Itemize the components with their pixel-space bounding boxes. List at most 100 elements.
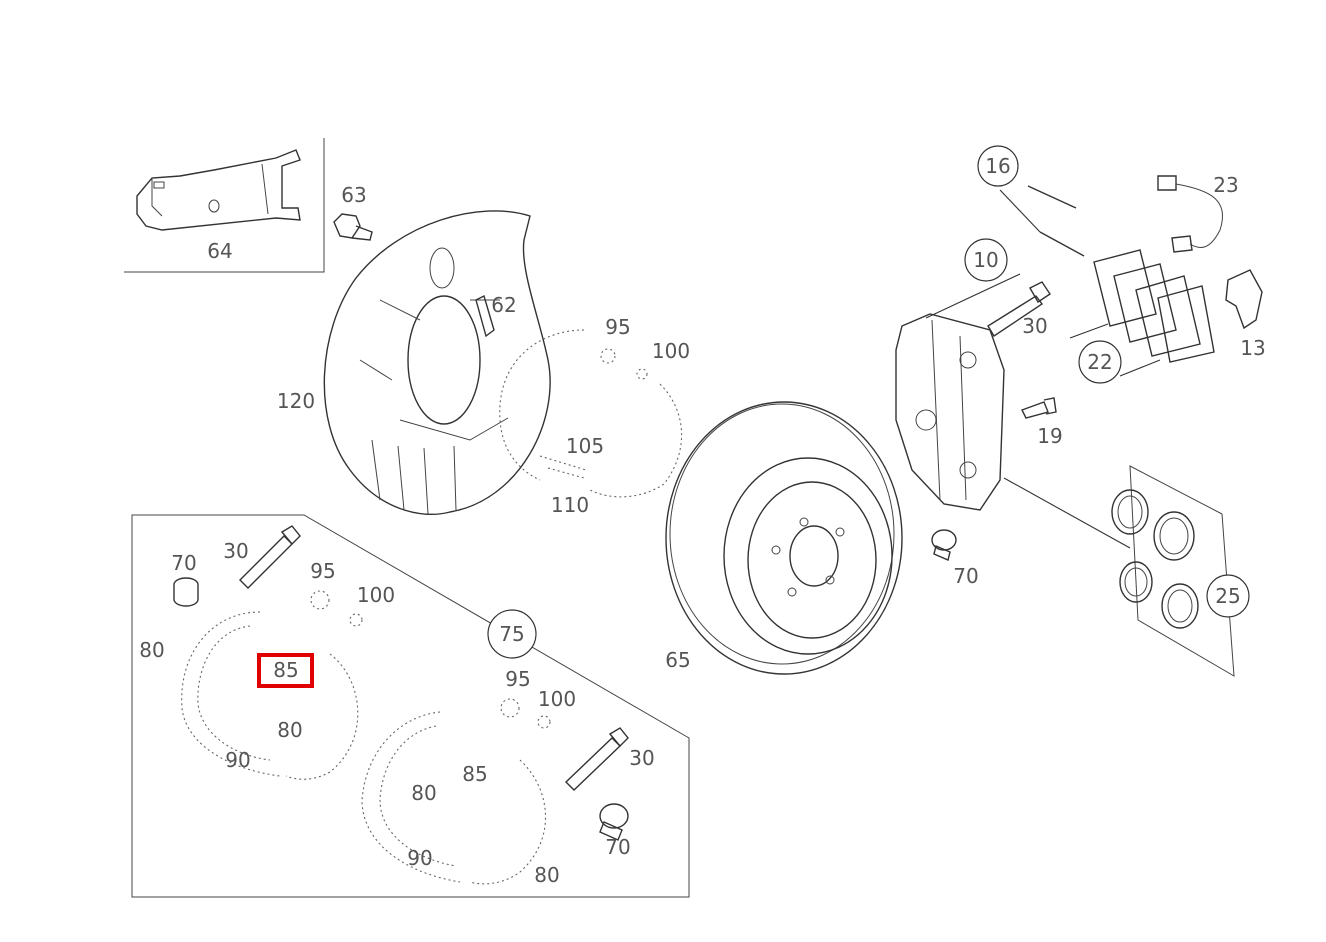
shoe-upper-arc-right [589, 383, 683, 498]
label-80-center[interactable]: 80 [277, 718, 302, 742]
label-120[interactable]: 120 [277, 389, 315, 413]
shoe-left-outer [181, 611, 281, 777]
label-65[interactable]: 65 [665, 648, 690, 672]
backing-plate-outline [323, 210, 551, 516]
sleeve-70-lower-head [599, 803, 629, 829]
pin-16-a [1027, 185, 1077, 209]
bolt-30-lower-head [608, 727, 629, 748]
sleeve-70-lower-body [599, 821, 623, 841]
disc-hat-face [747, 481, 877, 639]
screw-part-70-disc [931, 529, 957, 561]
callout-circle-25 [1206, 574, 1250, 618]
bolt-30-upper-head [280, 525, 301, 546]
clip-part-62 [475, 294, 495, 338]
brake-pads-part-22 [1069, 249, 1215, 377]
label-100-upper[interactable]: 100 [652, 339, 690, 363]
clip-13-body [1225, 269, 1263, 330]
kit-frame [131, 514, 690, 898]
backing-plate-part-120 [323, 210, 551, 516]
leader-10 [925, 273, 1021, 319]
pin-100-kit-lower [537, 715, 551, 729]
bracket-slot [153, 181, 165, 189]
leader-16 [999, 189, 1041, 233]
screw-70-body [933, 545, 951, 561]
label-10[interactable]: 10 [973, 248, 998, 272]
disc-bolt-hole [799, 517, 809, 527]
label-95-upper[interactable]: 95 [605, 315, 630, 339]
label-23[interactable]: 23 [1213, 173, 1238, 197]
pad-d [1157, 285, 1215, 363]
disc-center-hole [789, 525, 839, 587]
shoe-left-right [285, 653, 359, 780]
pad-c [1135, 275, 1201, 357]
label-13[interactable]: 13 [1240, 336, 1265, 360]
label-75[interactable]: 75 [499, 622, 524, 646]
label-105[interactable]: 105 [566, 434, 604, 458]
callout-circle-16 [977, 145, 1019, 187]
label-19[interactable]: 19 [1037, 424, 1062, 448]
seal-ring [1111, 489, 1149, 535]
label-85-highlighted[interactable]: 85 [273, 658, 298, 682]
spring-95-kit [310, 590, 330, 610]
seals-frame [1129, 465, 1235, 677]
label-25[interactable]: 25 [1215, 584, 1240, 608]
label-110[interactable]: 110 [551, 493, 589, 517]
label-95-kit-lower[interactable]: 95 [505, 667, 530, 691]
callout-circle-10 [964, 238, 1008, 282]
bracket-inset-frame [124, 138, 325, 273]
label-70-kit-upper[interactable]: 70 [171, 551, 196, 575]
bolt-63-shank [351, 225, 373, 241]
label-80-bottom[interactable]: 80 [534, 863, 559, 887]
spring-95-kit-lower [500, 698, 520, 718]
label-100-kit-lower[interactable]: 100 [538, 687, 576, 711]
backing-plate-hub-hole [407, 295, 481, 425]
disc-hat-outer [723, 457, 893, 655]
label-80-left[interactable]: 80 [139, 638, 164, 662]
label-95-kit[interactable]: 95 [310, 559, 335, 583]
callout-circle-22 [1078, 340, 1122, 384]
label-80-lower[interactable]: 80 [411, 781, 436, 805]
label-30-kit-lower[interactable]: 30 [629, 746, 654, 770]
sensor-23-plug [1157, 175, 1177, 191]
disc-bolt-hole [825, 575, 835, 585]
label-85-lower[interactable]: 85 [462, 762, 487, 786]
bleeder-part-19 [1021, 397, 1057, 419]
label-16[interactable]: 16 [985, 154, 1010, 178]
label-70-kit-lower[interactable]: 70 [605, 835, 630, 859]
leader-25 [1003, 477, 1131, 549]
bolt-part-63 [333, 213, 373, 241]
label-22[interactable]: 22 [1087, 350, 1112, 374]
label-62[interactable]: 62 [491, 293, 516, 317]
caliper-part-10 [895, 273, 1131, 549]
pad-b [1113, 263, 1177, 343]
label-100-kit[interactable]: 100 [357, 583, 395, 607]
spring-95-upper [600, 348, 616, 364]
label-63[interactable]: 63 [341, 183, 366, 207]
disc-outer [665, 401, 903, 675]
bracket-body [136, 149, 301, 231]
label-30-kit-upper[interactable]: 30 [223, 539, 248, 563]
backing-plate-ribs [359, 299, 509, 441]
caliper-piston [915, 409, 937, 431]
leader-22 [1069, 323, 1161, 377]
seal-ring-inner [1167, 589, 1193, 623]
seal-ring-inner [1159, 517, 1189, 555]
seal-ring-inner [1124, 567, 1148, 597]
sensor-parts-16-23 [999, 175, 1224, 257]
label-64[interactable]: 64 [207, 239, 232, 263]
bolt-part-30-caliper [987, 281, 1051, 337]
label-70-disc[interactable]: 70 [953, 564, 978, 588]
caliper-body [895, 313, 1005, 511]
label-90-left[interactable]: 90 [225, 748, 250, 772]
label-90-lower[interactable]: 90 [407, 846, 432, 870]
pad-a [1093, 249, 1157, 327]
adjuster-105-110 [539, 455, 587, 479]
bolt-30-shank [987, 295, 1044, 337]
shoe-left-inner [197, 625, 271, 761]
pin-100-kit [349, 613, 363, 627]
bracket-hole [208, 199, 220, 213]
label-30-caliper[interactable]: 30 [1022, 314, 1047, 338]
callout-circle-75 [487, 609, 537, 659]
clip-part-13 [1225, 269, 1263, 330]
